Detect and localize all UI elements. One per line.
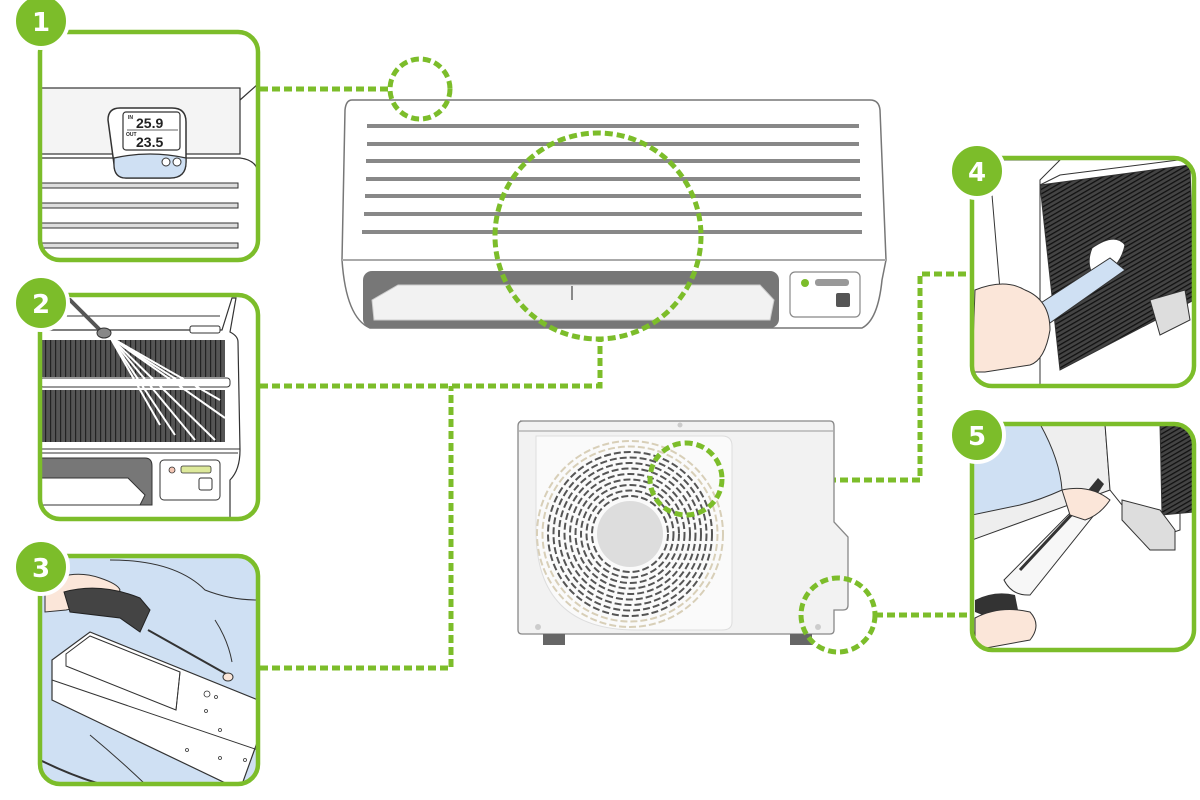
indoor-unit[interactable] xyxy=(341,99,887,329)
connector-step-2 xyxy=(260,340,603,389)
focus-circle-step-1 xyxy=(387,56,453,122)
fan-grille-ring xyxy=(574,478,686,590)
indoor-unit-vents-closeup xyxy=(40,182,239,249)
indoor-unit-control-panel xyxy=(789,271,861,318)
spray-nozzle-icon xyxy=(68,298,226,441)
step-number-1: 1 xyxy=(32,8,50,38)
fan-grille-ring xyxy=(591,495,669,573)
step-badge-1: 1 xyxy=(12,0,70,50)
thermometer-out-label: OUT xyxy=(126,132,137,138)
step-badge-3: 3 xyxy=(12,538,70,596)
fan-grille-ring xyxy=(558,462,702,606)
step-number-5: 5 xyxy=(968,422,986,452)
fan-grille-ring xyxy=(585,489,675,579)
fan-hub xyxy=(597,501,663,567)
focus-circle-step-2 xyxy=(492,130,704,342)
indoor-unit-louver xyxy=(363,271,779,328)
fan-grille-ring xyxy=(547,451,713,617)
fan-grille xyxy=(536,440,724,628)
step-panel-2[interactable] xyxy=(37,292,261,522)
power-led-icon xyxy=(801,279,809,287)
focus-circles xyxy=(387,56,704,342)
step-panel-3[interactable] xyxy=(37,553,261,790)
step-badge-5: 5 xyxy=(948,406,1006,464)
step-number-3: 3 xyxy=(32,554,50,584)
connector-step-3 xyxy=(260,386,454,671)
step-number-2: 2 xyxy=(32,290,50,320)
thermometer-out-value: 23.5 xyxy=(136,134,163,150)
step-panel-5[interactable] xyxy=(969,421,1197,653)
step-panel-1[interactable]: IN 25.9 OUT 23.5 xyxy=(37,29,261,263)
thermometer-in-label: IN xyxy=(128,115,133,121)
fan-grille-ring xyxy=(569,473,691,595)
indoor-unit-vents xyxy=(362,124,862,234)
outdoor-unit[interactable] xyxy=(517,420,849,645)
thermometer-icon: IN 25.9 OUT 23.5 xyxy=(107,107,187,179)
focus-circle-step-4 xyxy=(647,440,725,518)
fan-grille-ring xyxy=(580,484,680,584)
step-panel-4[interactable] xyxy=(969,155,1197,389)
step-badge-4: 4 xyxy=(948,142,1006,200)
fan-grille-ring xyxy=(563,467,697,601)
fan-grille-ring xyxy=(552,456,708,612)
focus-circle-step-5 xyxy=(798,575,878,655)
fan-grille-ring xyxy=(541,445,719,623)
thermometer-in-value: 25.9 xyxy=(136,115,163,131)
focus-circles-outdoor xyxy=(647,440,878,655)
fan-grille-ring xyxy=(536,440,724,628)
step-number-4: 4 xyxy=(968,158,986,188)
step-badge-2: 2 xyxy=(12,274,70,332)
